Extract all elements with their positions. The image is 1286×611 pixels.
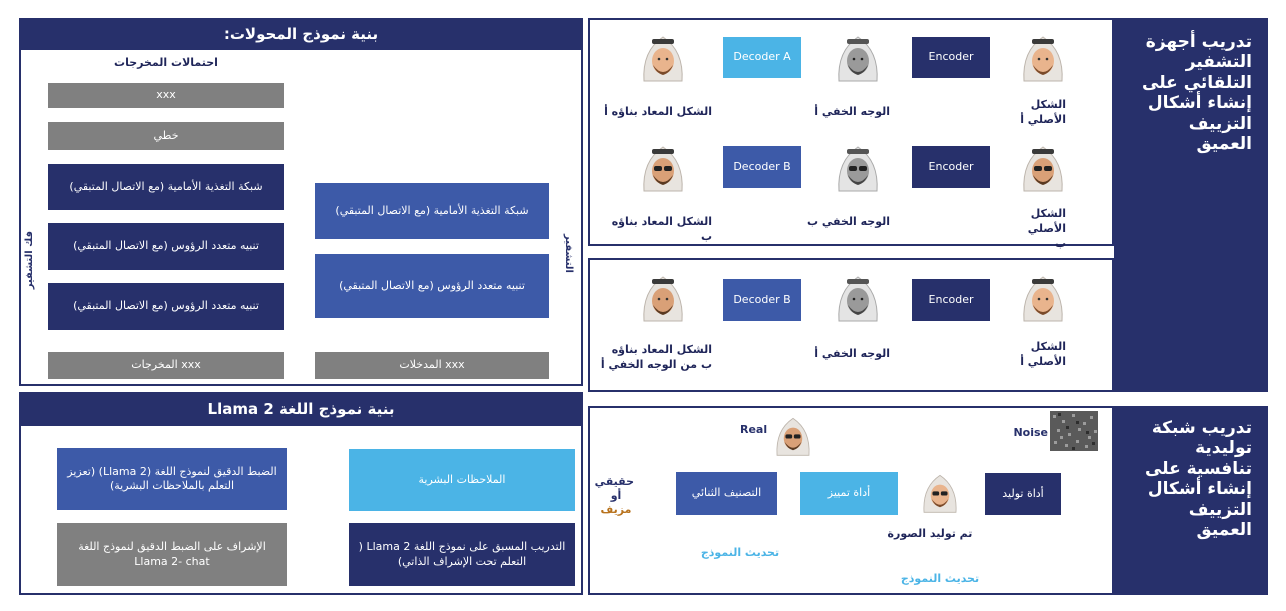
encoder-b-box: Encoder bbox=[912, 146, 990, 188]
xxx-top-box: xxx bbox=[48, 83, 284, 108]
label-swap-original: الشكل الأصلي أ bbox=[1018, 340, 1066, 370]
decoder-swap-box: Decoder B bbox=[723, 279, 801, 321]
encoder-swap-box: Encoder bbox=[912, 279, 990, 321]
rlhf-finetune-box: الضبط الدقيق لنموذج اللغة (Llama 2) (تعز… bbox=[57, 448, 287, 510]
output-probs-label: احتمالات المخرجات bbox=[48, 56, 284, 69]
outputs-box: xxx المخرجات bbox=[48, 352, 284, 379]
llama-title: بنية نموذج اللغة Llama 2 bbox=[19, 392, 583, 426]
decoder-mha-box-2: تنبيه متعدد الرؤوس (مع الاتصال المتبقي) bbox=[48, 283, 284, 330]
face-generated-icon bbox=[918, 472, 962, 514]
face-swap-latent-icon bbox=[835, 273, 881, 323]
generated-label: تم توليد الصورة bbox=[880, 527, 980, 542]
face-latent-b-icon bbox=[835, 143, 881, 193]
face-recon-b-icon bbox=[640, 143, 686, 193]
face-latent-a-icon bbox=[835, 33, 881, 83]
update-model-outer-label: تحديث النموذج bbox=[890, 572, 990, 585]
encoder-mha-box: تنبيه متعدد الرؤوس (مع الاتصال المتبقي) bbox=[315, 254, 549, 318]
label-swap-latent: الوجه الخفي أ bbox=[800, 347, 890, 362]
discriminator-box: أداة تمييز bbox=[800, 472, 898, 515]
face-swap-original-icon bbox=[1020, 273, 1066, 323]
face-real-icon bbox=[770, 415, 816, 457]
linear-box: خطي bbox=[48, 122, 284, 150]
label-recon-a: الشكل المعاد بناؤه أ bbox=[600, 105, 712, 120]
face-original-a-icon bbox=[1020, 33, 1066, 83]
face-swap-recon-icon bbox=[640, 273, 686, 323]
human-feedback-box: الملاحظات البشرية bbox=[349, 449, 575, 511]
autoencoder-sidebar-title: تدريب أجهزة التشفير التلقائي على إنشاء أ… bbox=[1114, 18, 1268, 392]
real-label: Real bbox=[740, 423, 768, 436]
encoder-side-label: التشفير bbox=[543, 243, 583, 273]
inputs-box: xxx المدخلات bbox=[315, 352, 549, 379]
encoder-a-box: Encoder bbox=[912, 37, 990, 78]
decoder-mha-box-1: تنبيه متعدد الرؤوس (مع الاتصال المتبقي) bbox=[48, 223, 284, 270]
encoder-ffn-box: شبكة التغذية الأمامية (مع الاتصال المتبق… bbox=[315, 183, 549, 239]
label-latent-b: الوجه الخفي ب bbox=[800, 215, 890, 230]
gan-sidebar-title: تدريب شبكة توليدية تنافسية على إنشاء أشك… bbox=[1114, 406, 1268, 595]
label-latent-a: الوجه الخفي أ bbox=[800, 105, 890, 120]
decoder-ffn-box: شبكة التغذية الأمامية (مع الاتصال المتبق… bbox=[48, 164, 284, 210]
fake-label: مزيف bbox=[598, 503, 634, 516]
noise-label: Noise bbox=[1012, 426, 1048, 439]
label-original-a: الشكل الأصلي أ bbox=[1018, 98, 1066, 128]
face-recon-a-icon bbox=[640, 33, 686, 83]
noise-image-icon bbox=[1050, 411, 1098, 451]
pretrain-box: التدريب المسبق على نموذج اللغة Llama 2 (… bbox=[349, 523, 575, 586]
real-or-label: حقيقي أو bbox=[598, 475, 634, 504]
decoder-side-label: فك التشفير bbox=[15, 231, 55, 261]
transformer-title: بنية نموذج المحولات: bbox=[19, 18, 583, 50]
label-swap-recon: الشكل المعاد بناؤه ب من الوجه الخفي أ bbox=[600, 343, 712, 373]
generator-box: أداة توليد bbox=[985, 473, 1061, 515]
supervised-finetune-box: الإشراف على الضبط الدقيق لنموذج اللغة Ll… bbox=[57, 523, 287, 586]
label-recon-b: الشكل المعاد بناؤه ب bbox=[600, 215, 712, 245]
classifier-box: التصنيف الثنائي bbox=[676, 472, 777, 515]
label-original-b: الشكل الأصلي ب bbox=[1018, 207, 1066, 252]
decoder-b-box: Decoder B bbox=[723, 146, 801, 188]
face-original-b-icon bbox=[1020, 143, 1066, 193]
decoder-a-box: Decoder A bbox=[723, 37, 801, 78]
update-model-inner-label: تحديث النموذج bbox=[690, 546, 790, 559]
